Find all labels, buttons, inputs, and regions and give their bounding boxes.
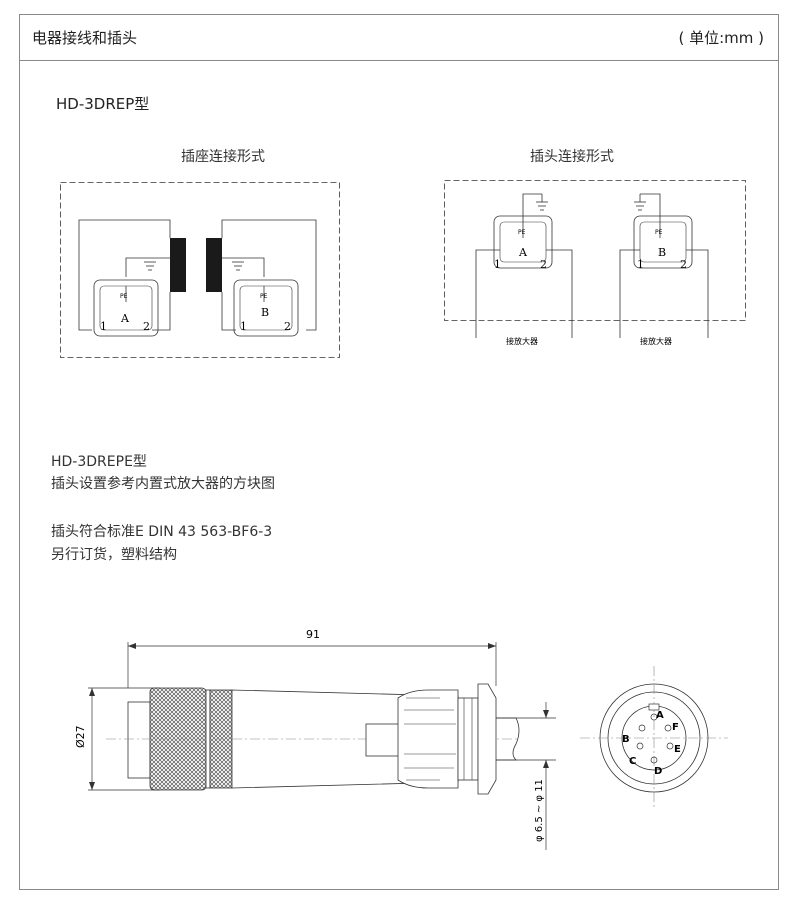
- pin-b-label: B: [622, 734, 630, 745]
- pin-e-label: E: [674, 744, 681, 755]
- pe-label: PE: [518, 229, 526, 236]
- pe-label: PE: [260, 293, 268, 300]
- cable-diameter-dimension: φ 6.5 ~ φ 11: [534, 779, 545, 842]
- plug-caption: 插头连接形式: [530, 149, 614, 165]
- label-b: B: [658, 246, 666, 259]
- pe-label: PE: [120, 293, 128, 300]
- pin-1-label: 1: [100, 320, 107, 333]
- pin-1-label: 1: [637, 258, 644, 271]
- description-line-1: 插头设置参考内置式放大器的方块图: [51, 476, 275, 492]
- unit-label: ( 单位:mm ): [678, 29, 764, 47]
- section-title: 电器接线和插头: [32, 29, 138, 47]
- label-a: A: [518, 246, 528, 259]
- pin-1-label: 1: [240, 320, 247, 333]
- socket-wiring-diagram: PE A 1 2 PE B 1 2: [60, 182, 340, 358]
- pe-label: PE: [655, 229, 663, 236]
- plug-wiring-diagram: PE A 1 2 接放大器 PE B 1 2 接放大器: [444, 180, 746, 346]
- socket-caption: 插座连接形式: [181, 149, 265, 165]
- length-dimension: 91: [306, 628, 320, 641]
- pin-d-label: D: [654, 766, 662, 777]
- model-title-rep: HD-3DREP型: [56, 95, 150, 113]
- pin-f-label: F: [672, 722, 679, 733]
- diameter-dimension: Ø27: [74, 725, 87, 748]
- section-header: 电器接线和插头 ( 单位:mm ): [19, 14, 779, 61]
- description-line-2: 插头符合标准E DIN 43 563-BF6-3: [51, 524, 273, 540]
- label-b: B: [261, 306, 269, 319]
- model-title-repe: HD-3DREPE型: [51, 454, 147, 470]
- amplifier-label: 接放大器: [640, 336, 672, 346]
- pin-1-label: 1: [494, 258, 501, 271]
- amplifier-label: 接放大器: [506, 336, 538, 346]
- pin-a-label: A: [656, 710, 664, 721]
- pin-2-label: 2: [143, 320, 150, 333]
- pin-2-label: 2: [540, 258, 547, 271]
- connector-dimension-drawing: 91 Ø27 φ 6.5 ~ φ 11 A B C D E F: [74, 628, 728, 850]
- pin-c-label: C: [629, 756, 636, 767]
- description-line-3: 另行订货，塑料结构: [51, 547, 177, 563]
- pin-2-label: 2: [284, 320, 291, 333]
- pin-2-label: 2: [680, 258, 687, 271]
- label-a: A: [120, 312, 130, 325]
